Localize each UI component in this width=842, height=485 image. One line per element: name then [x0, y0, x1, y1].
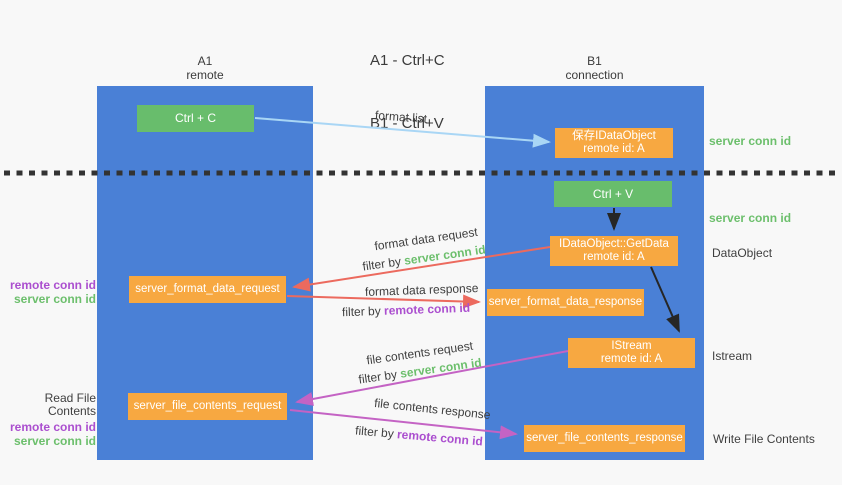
- node-istream-label: IStream remote id: A: [601, 340, 662, 366]
- node-save-dataobject-line2: remote id: A: [583, 143, 645, 155]
- node-istream-line2: remote id: A: [600, 353, 663, 365]
- lane-a1-role: remote: [186, 68, 224, 82]
- node-getdata-label: IDataObject::GetData remote id: A: [559, 238, 669, 264]
- lane-b1-id: B1: [587, 54, 602, 68]
- side-label-server-conn-id-mid: server conn id: [709, 211, 792, 225]
- filter-by-text: filter by: [357, 367, 398, 387]
- side-label-write-file-contents: Write File Contents: [713, 432, 815, 446]
- node-save-dataobject-line1: 保存IDataObject: [572, 130, 656, 142]
- node-ctrl-v-label: Ctrl + V: [592, 186, 634, 201]
- node-getdata-line2: remote id: A: [583, 251, 645, 263]
- node-server-format-data-request-label: server_format_data_request: [135, 283, 280, 295]
- edge-label-file-contents-response: file contents response: [373, 395, 492, 423]
- node-server-file-contents-request-label: server_file_contents_request: [133, 400, 282, 412]
- lane-header-a1: A1 remote: [97, 54, 313, 82]
- node-server-format-data-response: server_format_data_response: [487, 289, 644, 316]
- node-server-file-contents-response-label: server_file_contents_response: [526, 432, 683, 444]
- edge-label-filter-remote-conn-1: filter by remote conn id: [342, 301, 470, 319]
- diagram-title: A1 - Ctrl+C B1 - Ctrl+V: [370, 8, 445, 176]
- node-save-dataobject-label: 保存IDataObject remote id: A: [572, 130, 656, 156]
- node-server-file-contents-request: server_file_contents_request: [128, 393, 287, 420]
- node-ctrl-c: Ctrl + C: [137, 105, 254, 132]
- left-server-conn-id-2: server conn id: [13, 434, 96, 448]
- lane-header-b1: B1 connection: [485, 54, 704, 82]
- node-ctrl-v: Ctrl + V: [554, 181, 672, 207]
- node-server-format-data-request: server_format_data_request: [129, 276, 286, 303]
- edge-label-filter-remote-conn-2: filter by remote conn id: [355, 423, 484, 448]
- node-ctrl-c-label: Ctrl + C: [174, 111, 216, 125]
- node-istream-line1: IStream: [611, 340, 652, 352]
- side-label-server-conn-id-top: server conn id: [709, 134, 792, 148]
- node-save-dataobject: 保存IDataObject remote id: A: [555, 128, 673, 158]
- left-read-file-contents: Read File Contents: [44, 391, 96, 418]
- title-line-1: A1 - Ctrl+C: [370, 52, 445, 69]
- left-labels-file: Read File Contents remote conn id server…: [0, 392, 96, 449]
- left-labels-format: remote conn id server conn id: [0, 279, 96, 307]
- lane-b1-role: connection: [565, 68, 624, 82]
- node-getdata-line1: IDataObject::GetData: [559, 238, 669, 250]
- node-server-file-contents-response: server_file_contents_response: [524, 425, 685, 452]
- filter-by-text: filter by: [361, 254, 402, 274]
- remote-conn-id-text: remote conn id: [396, 427, 484, 449]
- filter-by-text: filter by: [341, 303, 381, 320]
- filter-by-text: filter by: [354, 423, 395, 441]
- lane-a1-id: A1: [197, 54, 213, 68]
- side-label-istream: Istream: [712, 349, 753, 363]
- node-getdata: IDataObject::GetData remote id: A: [550, 236, 678, 266]
- remote-conn-id-text: remote conn id: [383, 300, 471, 318]
- node-istream: IStream remote id: A: [568, 338, 695, 368]
- node-server-format-data-response-label: server_format_data_response: [488, 296, 643, 308]
- left-server-conn-id-1: server conn id: [13, 292, 96, 306]
- edge-label-format-data-response: format data response: [364, 281, 479, 299]
- left-remote-conn-id-2: remote conn id: [9, 420, 96, 434]
- side-label-dataobject: DataObject: [712, 246, 773, 260]
- left-remote-conn-id-1: remote conn id: [9, 278, 96, 292]
